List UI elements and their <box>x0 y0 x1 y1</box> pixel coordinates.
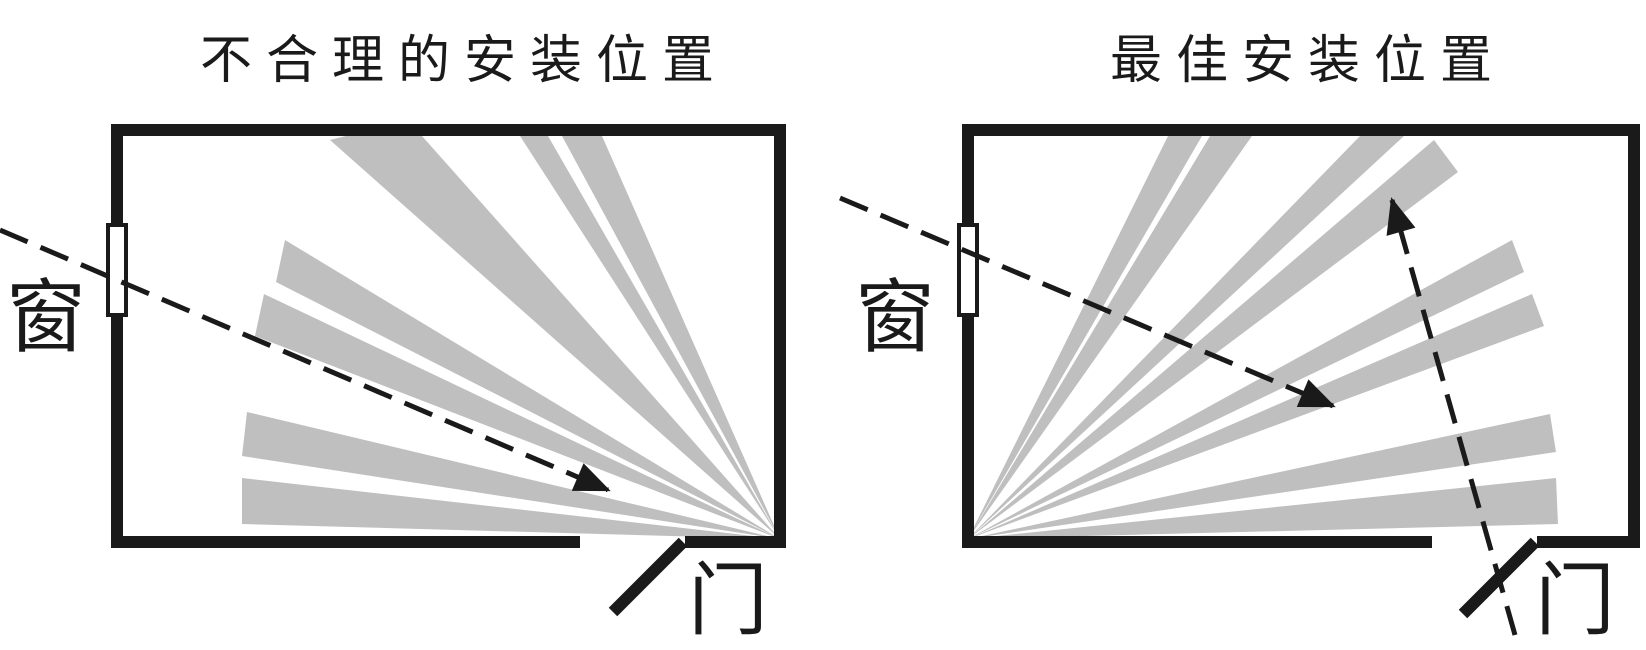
window-label-left: 窗 <box>6 271 86 364</box>
coverage-beam <box>372 136 780 539</box>
intruder-path-door <box>1386 197 1518 636</box>
panel-unreasonable: 不合理的安装位置 窗 门 <box>0 31 786 647</box>
coverage-beam <box>330 130 780 539</box>
coverage-beams-left <box>242 130 780 539</box>
coverage-beam <box>968 136 1202 539</box>
coverage-beam <box>968 136 1404 539</box>
coverage-beam <box>968 136 1252 539</box>
coverage-beam <box>968 140 1458 539</box>
door-label-left: 门 <box>688 554 768 647</box>
intruder-path-window <box>839 195 1336 409</box>
room-walls-right <box>962 124 1640 548</box>
panel-title-right: 最佳安装位置 <box>1110 31 1506 91</box>
coverage-beam <box>242 478 780 539</box>
coverage-beam <box>242 412 780 539</box>
coverage-beam <box>562 136 780 539</box>
room-outline <box>111 124 786 548</box>
intruder-path-window <box>0 227 611 493</box>
panel-optimal: 最佳安装位置 窗 门 <box>839 31 1640 647</box>
window-icon <box>106 223 128 317</box>
door-label-right: 门 <box>1535 554 1615 647</box>
coverage-beam <box>255 294 780 539</box>
coverage-beam <box>968 294 1544 539</box>
window-icon <box>957 223 979 317</box>
coverage-beams-right <box>968 136 1558 539</box>
coverage-beam <box>968 414 1556 539</box>
door-leaf <box>608 537 688 617</box>
coverage-beam <box>276 240 780 539</box>
room-outline <box>962 124 1640 548</box>
room-walls-left <box>111 124 786 548</box>
window-label-right: 窗 <box>855 271 935 364</box>
coverage-beam <box>520 136 780 539</box>
coverage-beam <box>968 478 1558 539</box>
coverage-beam <box>968 240 1524 539</box>
panel-title-left: 不合理的安装位置 <box>200 31 728 91</box>
